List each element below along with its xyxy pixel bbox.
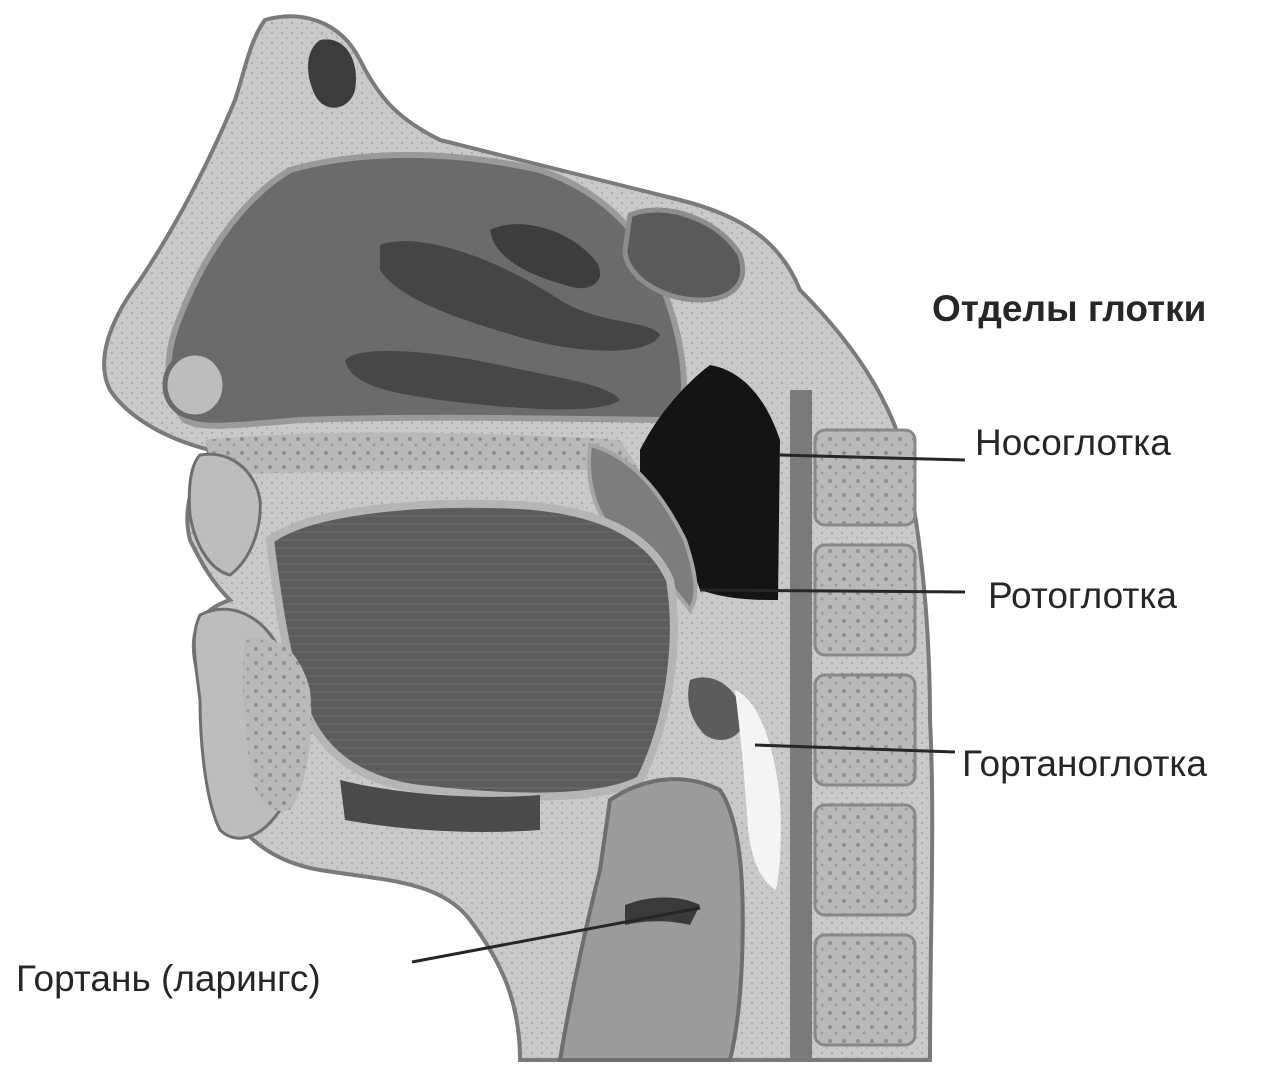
label-nasopharynx: Носоглотка xyxy=(975,424,1171,461)
vertebra-c4 xyxy=(815,805,915,915)
label-oropharynx: Ротоглотка xyxy=(988,577,1177,614)
vertebra-c1 xyxy=(815,430,915,525)
label-larynx: Гортань (ларингс) xyxy=(16,960,321,997)
vertebra-c5 xyxy=(815,935,915,1045)
spinal-canal xyxy=(790,390,812,1060)
section-heading: Отделы глотки xyxy=(932,290,1206,327)
tongue xyxy=(270,504,674,797)
leader-line-oropharynx xyxy=(700,590,965,592)
cervical-spine xyxy=(790,390,915,1060)
nostril xyxy=(165,353,225,417)
vertebra-c2 xyxy=(815,545,915,655)
hard-palate xyxy=(205,433,640,476)
vertebra-c3 xyxy=(815,675,915,785)
label-laryngopharynx: Гортаноглотка xyxy=(962,745,1207,782)
